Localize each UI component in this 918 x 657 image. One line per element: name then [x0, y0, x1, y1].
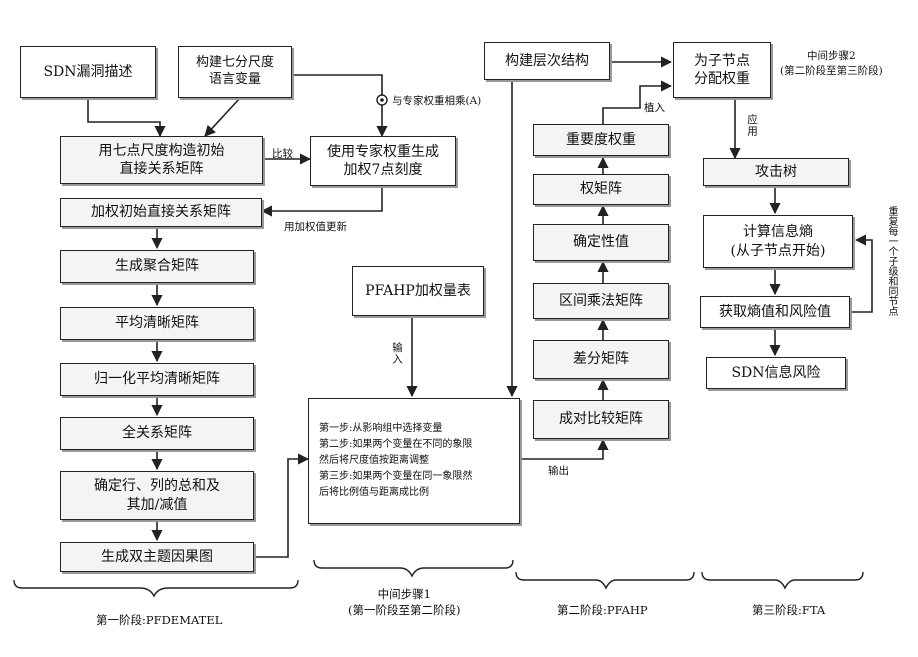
row-col-box: 确定行、列的总和及 其加/减值: [60, 471, 254, 520]
weighted-init-box: 加权初始直接关系矩阵: [60, 198, 262, 227]
repeat-label: 重复每一个子级和同节点: [884, 206, 899, 316]
hierarchy-box: 构建层次结构: [484, 42, 610, 80]
footer-stage2: 第二阶段:PFAHP: [557, 602, 648, 618]
difference-box: 差分矩阵: [533, 340, 669, 379]
compare-label: 比较: [272, 146, 293, 161]
pairwise-box: 成对比较矩阵: [533, 400, 669, 439]
insert-label: 植入: [644, 100, 665, 115]
init-matrix-box: 用七点尺度构造初始 直接关系矩阵: [60, 136, 263, 184]
bracket-mid1: [314, 560, 513, 576]
seven-terms-box: 构建七分尺度 语言变量: [178, 46, 292, 98]
assign-weight-box: 为子节点 分配权重: [673, 42, 771, 98]
arrow-terms-to-expert: [292, 75, 382, 136]
arrow-vuln-to-init: [88, 98, 160, 136]
bracket-stage3: [702, 572, 863, 588]
input-label: 输入: [390, 342, 405, 365]
footer-stage3: 第三阶段:FTA: [752, 602, 825, 618]
consistency-box: 确定性值: [533, 224, 669, 261]
get-values-box: 获取熵值和风险值: [700, 296, 850, 328]
expert-attach-label: 与专家权重相乘(A): [392, 93, 481, 108]
output-label: 输出: [548, 463, 569, 478]
avg-clear-box: 平均清晰矩阵: [60, 307, 254, 340]
arrow-output: [520, 440, 603, 459]
importance-box: 重要度权重: [533, 124, 669, 156]
sdn-risk-box: SDN信息风险: [706, 357, 846, 389]
weight-matrix-box: 权矩阵: [533, 174, 669, 205]
update-label: 用加权值更新: [284, 219, 347, 234]
total-rel-box: 全关系矩阵: [60, 417, 254, 450]
aggregate-box: 生成聚合矩阵: [60, 250, 254, 283]
compute-entropy-box: 计算信息熵 (从子节点开始): [703, 215, 853, 268]
arrow-repeat: [852, 240, 872, 312]
norm-avg-box: 归一化平均清晰矩阵: [60, 363, 254, 396]
sdn-vuln-box: SDN漏洞描述: [20, 46, 156, 98]
footer-stage1: 第一阶段:PFDEMATEL: [96, 612, 222, 628]
footer-mid1: 中间步骤1 (第一阶段至第二阶段): [348, 586, 460, 618]
expert-scale-box: 使用专家权重生成 加权7点刻度: [310, 136, 456, 186]
steps-box: 第一步:从影响组中选择变量 第二步:如果两个变量在不同的象限 然后将尺度值按距离…: [308, 398, 520, 524]
mid2-label: 中间步骤2 (第二阶段至第三阶段): [780, 48, 883, 78]
apply-label: 应用: [745, 114, 760, 137]
bracket-stage1: [14, 580, 298, 596]
arrow-causal-to-steps: [255, 459, 308, 557]
cause-effect-box: 生成双主题因果图: [60, 542, 254, 572]
arrow-terms-to-init: [205, 98, 240, 136]
pfahp-table-box: PFAHP加权量表: [352, 266, 484, 316]
arrow-update: [262, 186, 382, 211]
attack-tree-box: 攻击树: [703, 158, 849, 186]
interval-box: 区间乘法矩阵: [533, 283, 669, 319]
bracket-stage2: [516, 572, 694, 588]
